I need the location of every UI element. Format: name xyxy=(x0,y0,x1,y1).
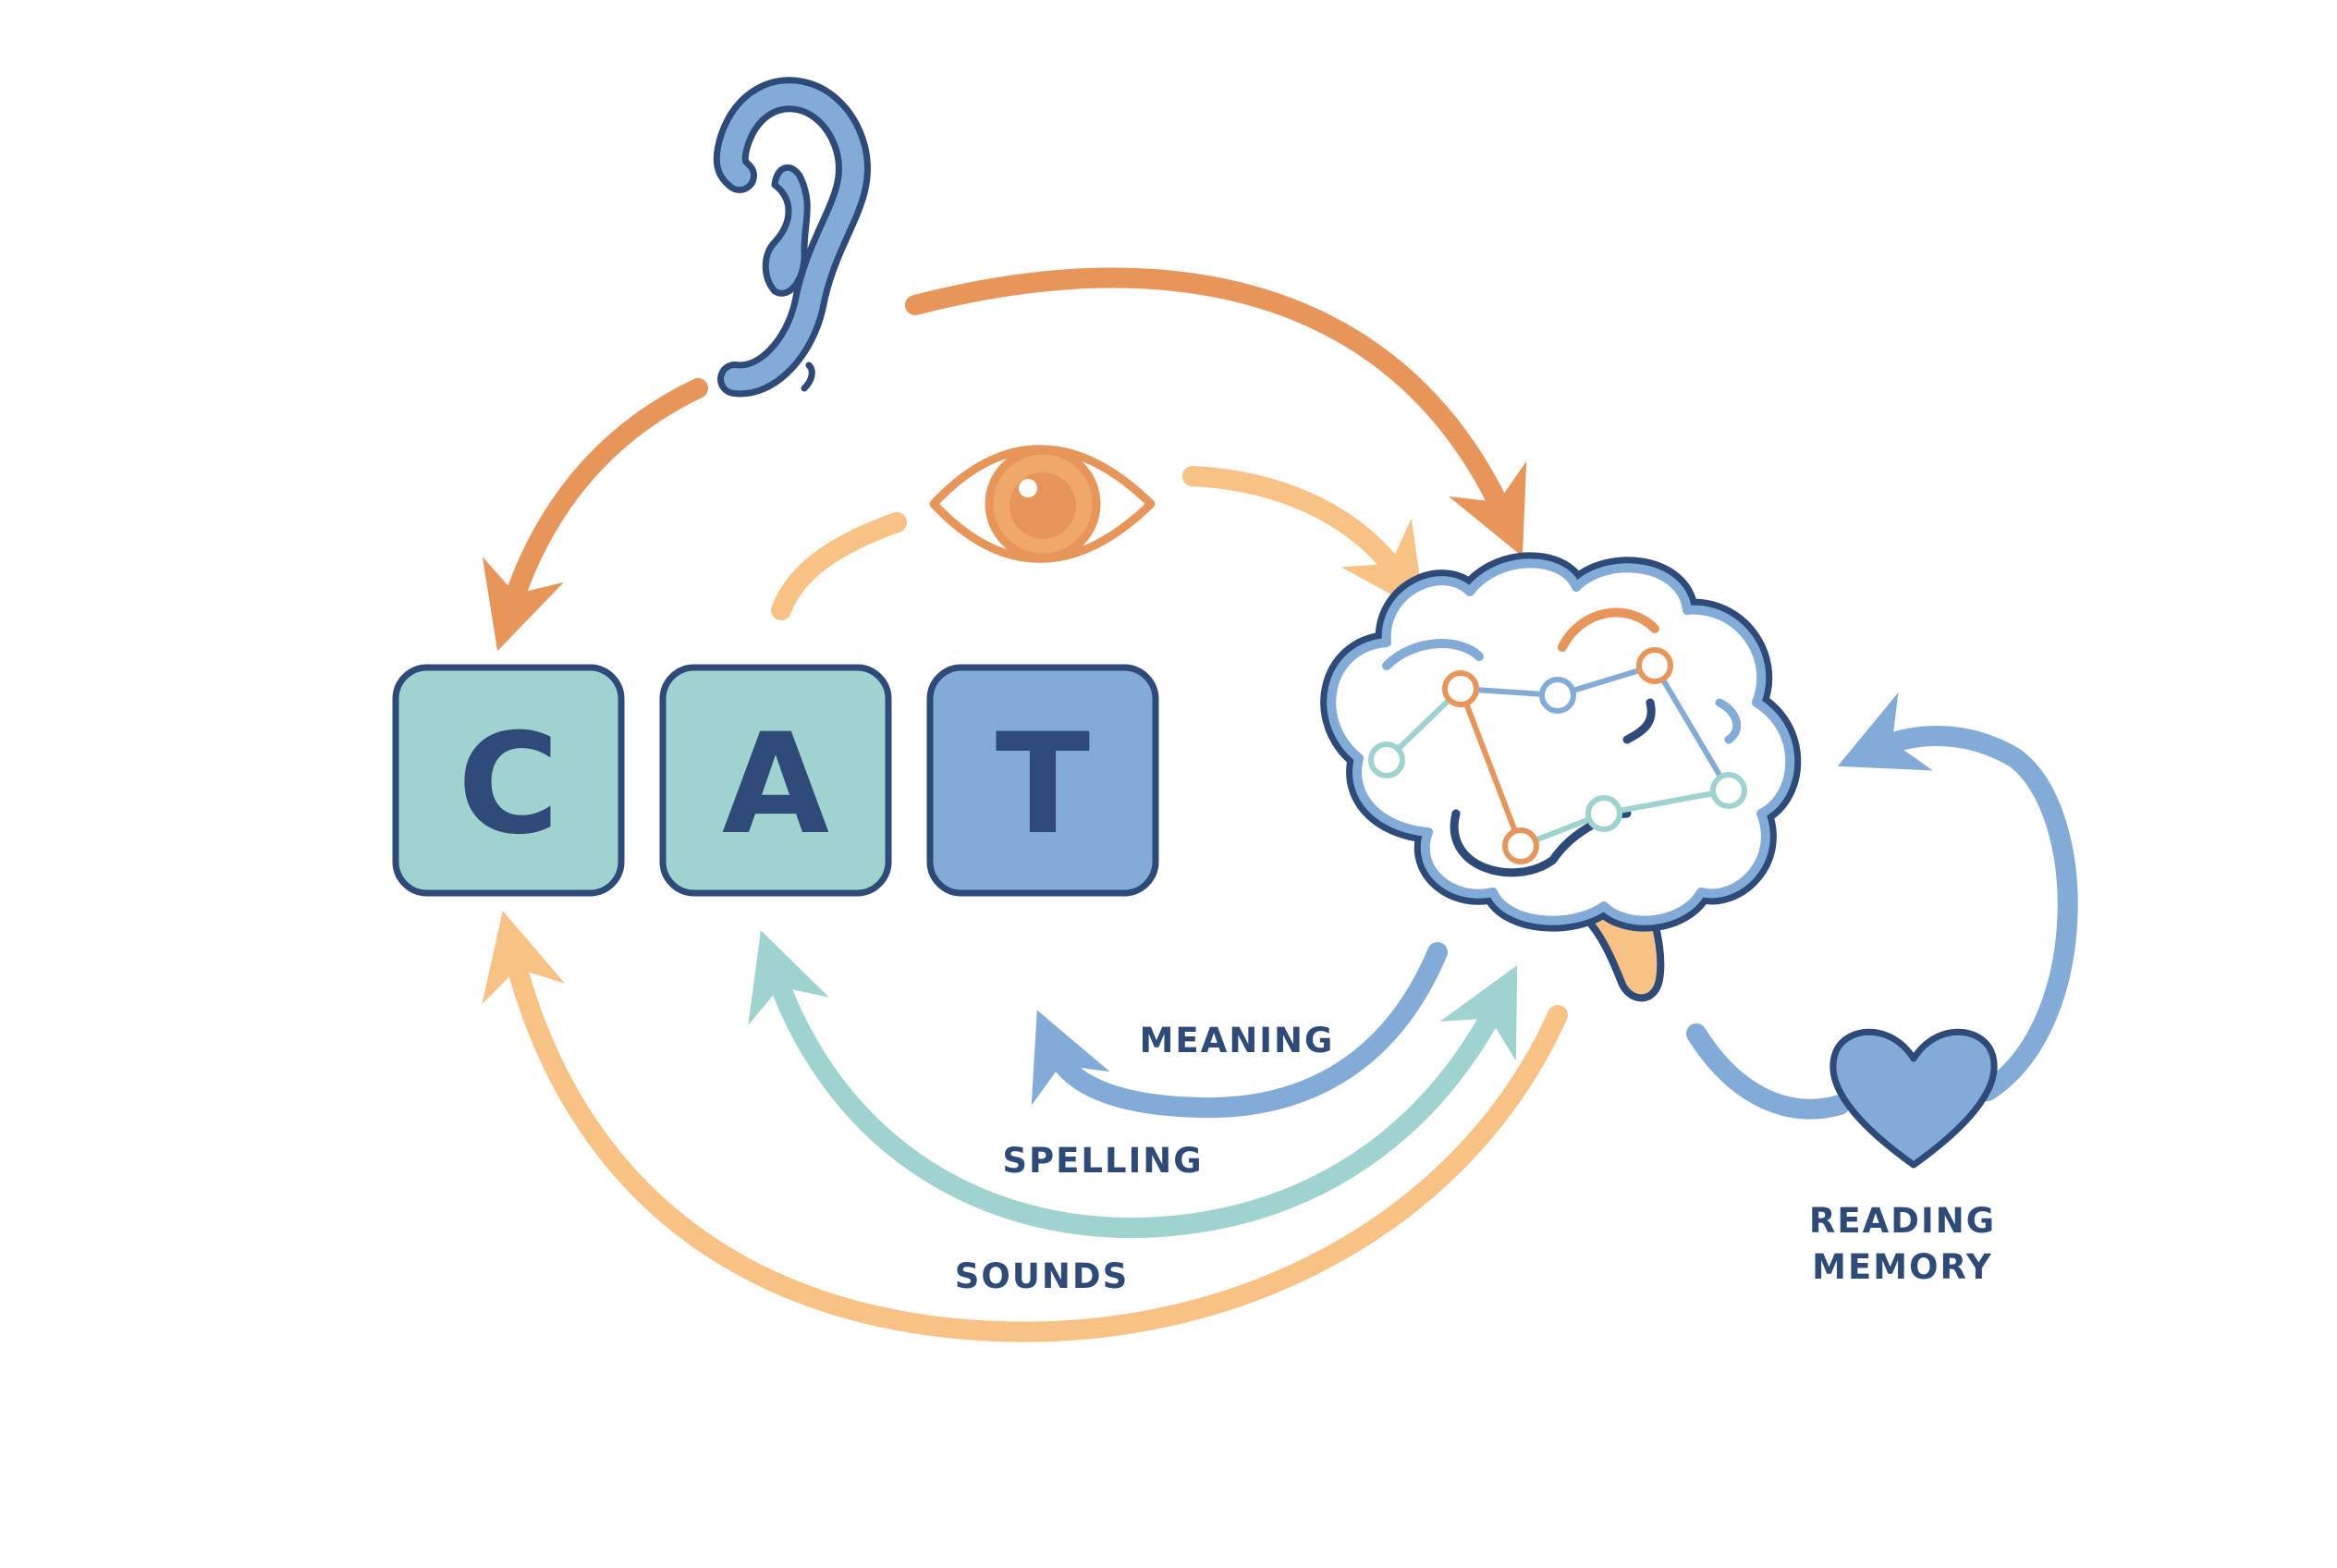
letter-tiles: C A T xyxy=(392,664,1159,897)
labels: MEANING SPELLING SOUNDS READING MEMORY xyxy=(955,1021,1996,1296)
tile-a: A xyxy=(659,664,892,897)
spelling-arrow xyxy=(748,930,1518,1239)
ear-to-brain-arrow xyxy=(905,267,1527,557)
eye-to-brain-arrow xyxy=(1182,466,1425,613)
heart-icon xyxy=(1829,1028,1998,1169)
arrows xyxy=(482,267,2078,1342)
tile-letter-c: C xyxy=(458,704,559,865)
memory-return-arrow xyxy=(1837,692,2078,1101)
eye-to-letters-arc xyxy=(771,512,907,620)
reading-label: READING xyxy=(1809,1201,1996,1241)
sounds-label: SOUNDS xyxy=(955,1256,1129,1296)
tile-letter-a: A xyxy=(722,704,829,865)
meaning-label: MEANING xyxy=(1140,1021,1335,1060)
spelling-label: SPELLING xyxy=(1002,1141,1203,1181)
tile-t: T xyxy=(926,664,1159,897)
ear-to-letters-arrow xyxy=(482,378,708,652)
tile-c: C xyxy=(392,664,625,897)
tile-letter-t: T xyxy=(996,704,1090,865)
ear-icon xyxy=(713,77,871,398)
sounds-arrow xyxy=(482,911,1568,1342)
eye-icon xyxy=(929,445,1156,563)
brain-icon xyxy=(1320,552,1802,1002)
memory-label: MEMORY xyxy=(1812,1247,1993,1287)
meaning-arrow xyxy=(1031,942,1448,1119)
memory-loop-arrow xyxy=(1686,1023,1850,1120)
